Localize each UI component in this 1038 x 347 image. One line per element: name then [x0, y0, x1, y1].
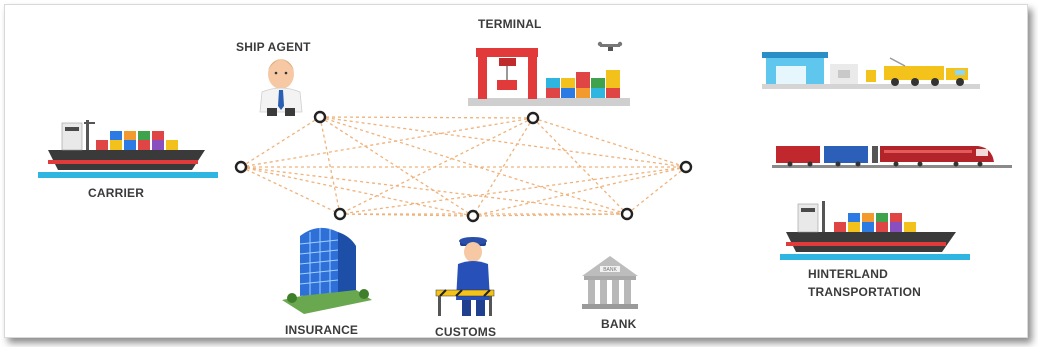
network-link	[339, 166, 687, 215]
network-link	[532, 117, 628, 215]
network-link	[319, 116, 687, 168]
network-node	[679, 160, 693, 174]
ship-agent-label: SHIP AGENT	[236, 40, 311, 54]
network-link	[240, 117, 534, 168]
network-link	[240, 166, 628, 215]
ship-agent-person-icon	[259, 59, 303, 116]
terminal-label: TERMINAL	[478, 17, 542, 31]
network-link	[319, 116, 628, 215]
network-node	[313, 110, 327, 124]
freight-train-icon	[772, 146, 1012, 168]
insurance-label: INSURANCE	[285, 323, 359, 337]
warehouse-truck-icon	[762, 52, 980, 89]
network-nodes	[234, 110, 693, 223]
hinterland-label-line1: HINTERLAND	[808, 267, 888, 281]
bank-building-icon: BANK	[582, 256, 638, 309]
network-link	[532, 117, 687, 168]
network-link	[472, 213, 628, 217]
network-link	[472, 117, 534, 217]
network-node	[333, 207, 347, 221]
customs-label: CUSTOMS	[435, 325, 497, 339]
network-link	[240, 166, 341, 215]
network-link	[319, 116, 341, 215]
network-node	[620, 207, 634, 221]
network-node	[466, 209, 480, 223]
network-node	[526, 111, 540, 125]
network-link	[626, 166, 687, 215]
network-link	[339, 213, 474, 217]
insurance-building-icon	[282, 227, 372, 314]
bank-label: BANK	[601, 317, 637, 331]
network-node	[234, 160, 248, 174]
carrier-ship-icon	[38, 120, 218, 178]
network-link	[472, 166, 687, 217]
bank-sign-text: BANK	[603, 267, 617, 273]
hinterland-ship-icon	[780, 201, 970, 260]
hinterland-label-line2: TRANSPORTATION	[808, 285, 922, 299]
network-link	[240, 116, 321, 168]
network-link	[319, 116, 534, 119]
terminal-crane-icon	[468, 41, 630, 106]
carrier-label: CARRIER	[88, 186, 145, 200]
customs-officer-icon	[435, 237, 495, 316]
network-mesh	[240, 116, 687, 217]
